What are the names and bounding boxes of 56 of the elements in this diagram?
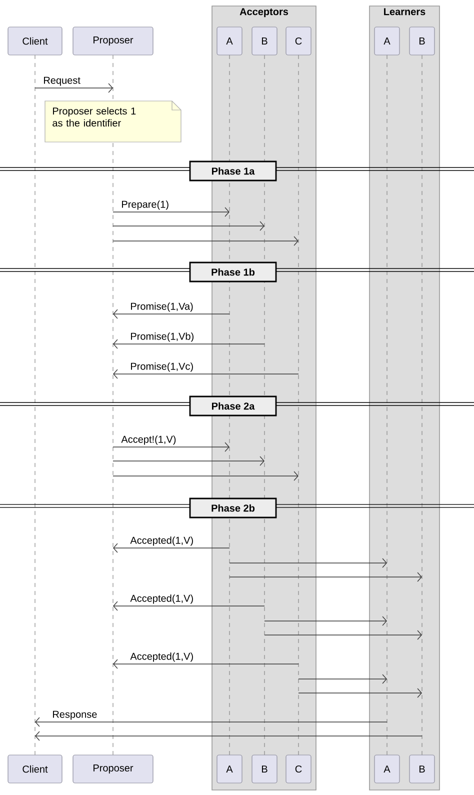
participant-box: B — [252, 26, 278, 56]
arrow — [298, 674, 387, 684]
edge-label: Accepted(1,V) — [130, 536, 193, 546]
edge-label: Accept!(1,V) — [121, 435, 176, 445]
lifeline — [112, 54, 114, 756]
arrow — [113, 601, 265, 611]
participant-box: Client — [8, 26, 62, 56]
participant-box: B — [409, 754, 435, 784]
participant-box: A — [216, 754, 242, 784]
arrow — [113, 659, 299, 669]
participant-box: Client — [8, 754, 62, 784]
participant-box: B — [252, 754, 278, 784]
arrow — [112, 456, 264, 466]
participant-box: A — [374, 26, 400, 56]
edge-label: Accepted(1,V) — [130, 594, 193, 604]
participant-box: B — [409, 26, 435, 56]
edge-label: Prepare(1) — [122, 200, 168, 210]
lifeline — [298, 54, 299, 756]
lifeline — [264, 54, 265, 756]
phase-box: Phase 1b — [189, 262, 277, 282]
arrow — [113, 369, 299, 379]
lifeline — [229, 54, 230, 756]
arrow — [112, 442, 230, 452]
edge-label: Promise(1,Vc) — [131, 362, 193, 372]
arrow — [229, 558, 387, 568]
arrow — [112, 207, 230, 217]
lifeline — [386, 54, 388, 756]
participant-box: C — [286, 754, 312, 784]
arrow — [35, 717, 388, 727]
edge-label: Response — [53, 710, 97, 720]
edge-label: Accepted(1,V) — [130, 652, 193, 662]
edge-label: Promise(1,Va) — [131, 302, 193, 312]
participant-box: C — [286, 26, 312, 56]
arrow — [264, 630, 422, 640]
participant-box: A — [374, 754, 400, 784]
arrow — [113, 339, 265, 349]
edge-label: Request — [44, 76, 80, 86]
arrow — [112, 236, 298, 246]
arrow — [112, 471, 298, 481]
participant-box: Proposer — [72, 26, 154, 56]
participant-box: A — [216, 26, 242, 56]
phase-box: Phase 2a — [189, 396, 277, 416]
arrow — [229, 572, 422, 582]
arrow — [113, 543, 230, 553]
lifeline — [34, 54, 36, 756]
phase-box: Phase 1a — [189, 160, 277, 182]
participant-box: Proposer — [72, 754, 154, 784]
arrow — [112, 221, 264, 231]
phase-box: Phase 2b — [189, 498, 277, 518]
edge-label: Promise(1,Vb) — [131, 332, 194, 342]
arrow — [298, 688, 422, 698]
arrow — [113, 309, 230, 319]
arrow — [35, 731, 422, 741]
arrow — [34, 83, 113, 93]
arrow — [264, 616, 387, 626]
note: Proposer selects 1 as the identifier — [44, 100, 182, 142]
